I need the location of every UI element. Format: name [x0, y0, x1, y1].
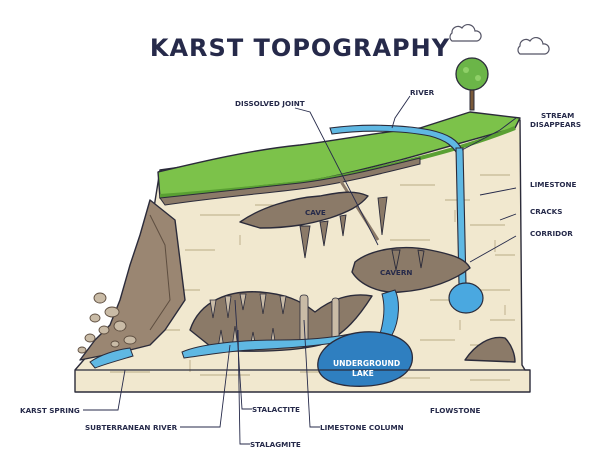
label-dissolved-joint: DISSOLVED JOINT — [235, 99, 305, 108]
label-cave: CAVE — [305, 208, 326, 217]
label-limestone: LIMESTONE — [530, 180, 577, 189]
label-limestone-column: LIMESTONE COLUMN — [320, 423, 404, 432]
label-stream: STREAM — [541, 111, 574, 120]
underground-lake — [317, 331, 413, 387]
label-flowstone: FLOWSTONE — [430, 406, 480, 415]
cloud-icon — [449, 23, 482, 42]
flowstone — [464, 336, 516, 363]
label-cracks: CRACKS — [530, 207, 562, 216]
label-river: RIVER — [410, 88, 435, 97]
label-karst-spring: KARST SPRING — [20, 406, 80, 415]
tree-icon — [455, 57, 489, 111]
cloud-icon — [517, 36, 550, 55]
label-stalagmite: STALAGMITE — [250, 440, 301, 449]
leader-lines — [83, 95, 517, 445]
label-disappears: DISAPPEARS — [530, 120, 581, 129]
label-lake: LAKE — [352, 369, 374, 378]
label-corridor: CORRIDOR — [530, 229, 573, 238]
label-subterranean-river: SUBTERRANEAN RIVER — [85, 423, 178, 432]
karst-spring — [89, 347, 134, 369]
cavern — [351, 247, 471, 293]
boulders — [77, 292, 137, 354]
label-stalactite: STALACTITE — [252, 405, 300, 414]
soil-band — [159, 157, 421, 206]
shaft-pool — [448, 282, 484, 314]
cliff-slope — [79, 199, 186, 361]
label-underground: UNDERGROUND — [333, 359, 400, 368]
page-title: KARST TOPOGRAPHY — [149, 34, 451, 62]
cave — [239, 191, 369, 229]
label-cavern: CAVERN — [380, 268, 412, 277]
